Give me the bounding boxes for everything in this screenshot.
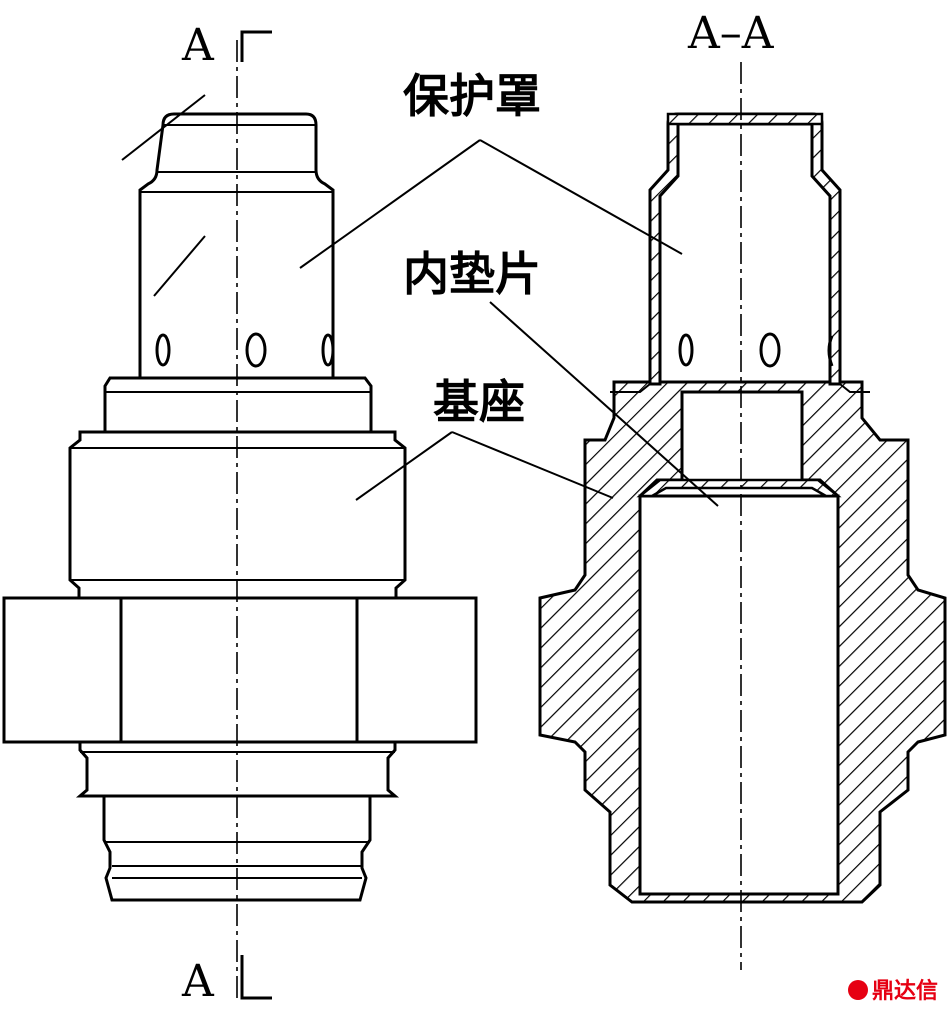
leader-lines: [299, 139, 719, 507]
vent-hole: [759, 332, 781, 368]
base-exterior: [2, 376, 478, 902]
inner-gasket: [636, 478, 842, 498]
callout-cover: 保护罩: [403, 69, 541, 123]
exterior-view: [2, 30, 478, 1000]
inner-bore: [638, 494, 840, 896]
vent-hole: [155, 333, 171, 367]
section-mark-bottom: [240, 955, 272, 1000]
vent-hole: [827, 335, 834, 367]
callout-base: 基座: [433, 375, 525, 429]
watermark: 鼎达信: [848, 978, 938, 1004]
section-mark-top: [240, 30, 272, 62]
watermark-logo-icon: [848, 980, 868, 1000]
cover-top: [666, 112, 824, 126]
cover-exterior: [121, 94, 335, 380]
vent-hole: [245, 332, 267, 368]
section-label-bottom: A: [181, 956, 215, 1007]
section-title: A–A: [687, 8, 775, 59]
watermark-text: 鼎达信: [872, 978, 938, 1004]
cover-section: [648, 112, 842, 386]
vent-hole: [321, 333, 335, 367]
section-view: [538, 62, 947, 970]
vent-hole: [678, 333, 694, 367]
section-label-top: A: [181, 20, 215, 71]
callout-gasket: 内垫片: [403, 247, 541, 301]
base-section: [538, 380, 947, 904]
